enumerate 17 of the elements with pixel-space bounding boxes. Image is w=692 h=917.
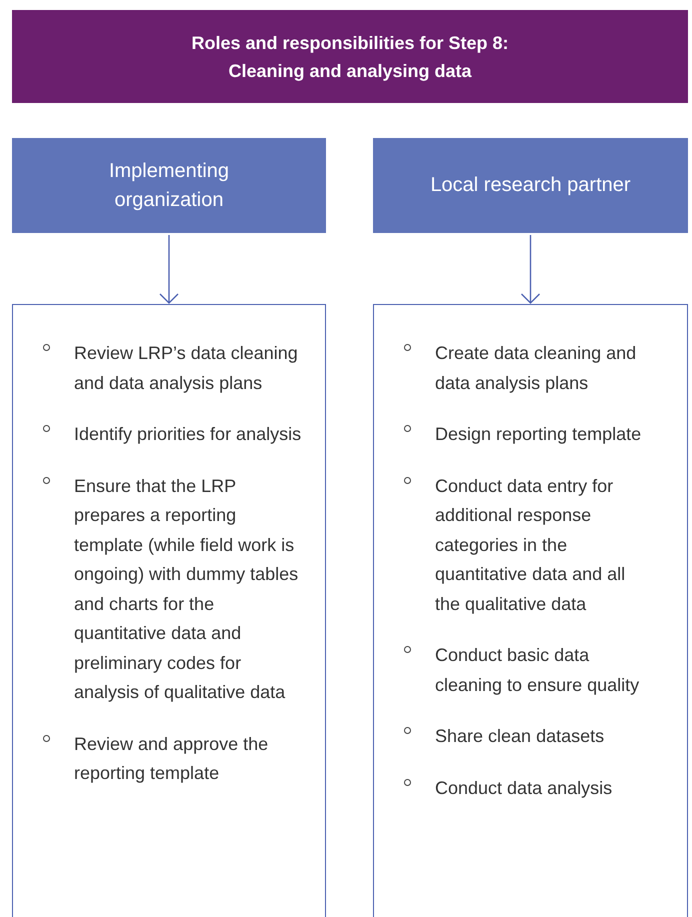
list-item-text: Conduct basic data cleaning to ensure quality xyxy=(435,644,640,697)
list-item-text: Create data cleaning and data analysis plans xyxy=(435,342,638,395)
list-item-text: Identify priorities for analysis xyxy=(74,423,302,446)
list-item-text: Ensure that the LRP prepares a reporting template (while field work is ongoing) with dummy tables and charts for the quantitative data and preliminary codes for analysis of qualitative data xyxy=(74,474,300,704)
list-item-text: Share clean datasets xyxy=(435,725,604,748)
arrow xyxy=(520,235,540,304)
role-header: Local research partner xyxy=(373,138,688,233)
list-item-text: Review and approve the reporting template xyxy=(74,732,270,785)
list-item-text: Conduct data entry for additional response categories in the quantitative data and all the qualitative data xyxy=(435,474,626,616)
role-header: Implementing organization xyxy=(12,138,326,233)
responsibility-box xyxy=(12,304,326,917)
list-item-text: Review LRP’s data cleaning and data analysis plans xyxy=(74,342,299,395)
title-banner: Roles and responsibilities for Step 8: Cleaning and analysing data xyxy=(12,10,688,103)
responsibility-box xyxy=(373,304,688,917)
arrow xyxy=(159,235,179,304)
list-item-text: Conduct data analysis xyxy=(435,776,612,800)
list-item-text: Design reporting template xyxy=(435,423,642,446)
